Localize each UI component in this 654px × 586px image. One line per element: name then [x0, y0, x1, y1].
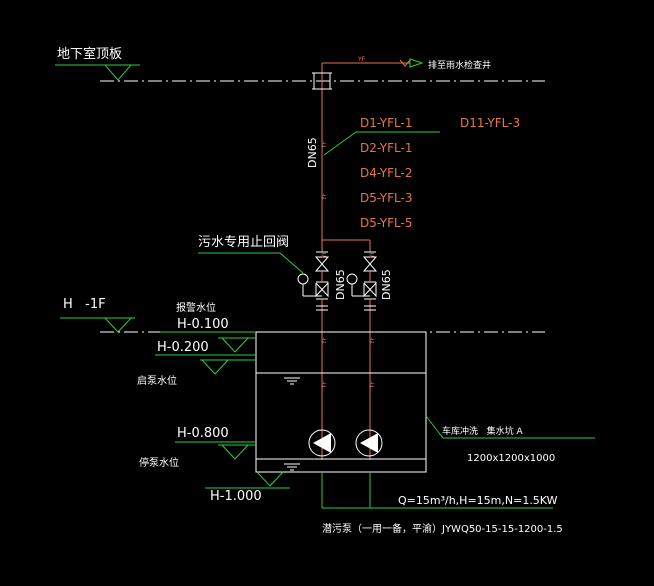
riser-code-2: D2-YFL-1: [360, 141, 412, 155]
riser-code-1: D1-YFL-1: [360, 116, 412, 130]
left-gate-valve-icon: [314, 256, 330, 272]
check-valve-label: 污水专用止回阀: [198, 235, 289, 250]
riser-code-5: D5-YFL-5: [360, 216, 412, 230]
stop-level-marker: [175, 441, 256, 460]
discharge-pipe: [312, 58, 424, 98]
pit-size-label: 1200x1200x1000: [467, 453, 555, 464]
riser-code-6: D11-YFL-3: [460, 116, 520, 130]
floor-level-label: H -1F: [63, 297, 106, 312]
main-pipe-size: DN65: [306, 137, 319, 168]
pipe-mark-top: YF: [357, 56, 366, 63]
pit-name-label: 车库冲洗 集水坑 A: [442, 425, 523, 437]
pump-right-icon: [355, 429, 383, 457]
start-level-pointer: [200, 359, 256, 375]
alarm-level-label: 报警水位: [176, 301, 216, 314]
water-surface-icon-high: [284, 377, 300, 385]
drain-destination-label: 排至雨水检查井: [428, 59, 491, 71]
riser-code-leader: [323, 131, 357, 156]
floor-level-marker: [60, 317, 545, 333]
stop-level-label: 停泵水位: [139, 456, 179, 469]
basement-roof-label: 地下室顶板: [57, 46, 122, 62]
alarm-level-value: H-0.100: [177, 317, 229, 332]
pump-model-label: 潜污泵（一用一备，平渝）JYWQ50-15-15-1200-1.5: [322, 522, 563, 535]
pump-branch-pipes: [321, 239, 371, 252]
pipe-mark-left-top: YF: [321, 250, 328, 259]
right-check-valve-icon: [363, 281, 377, 298]
start-level-label: 启泵水位: [137, 374, 177, 387]
water-surface-icon-low: [284, 463, 300, 471]
pipe-mark-right-pit-2: YF: [369, 380, 376, 389]
pipe-mark-right-top: YF: [369, 250, 376, 259]
pipe-mark-right-pit: YF: [369, 336, 376, 345]
pit-bottom-value: H-1.000: [210, 489, 262, 504]
riser-code-3: D4-YFL-2: [360, 166, 412, 180]
pipe-mark-left-pit: YF: [321, 336, 328, 345]
left-gauge-icon: [297, 273, 309, 285]
start-level-value: H-0.200: [157, 340, 209, 355]
right-gauge-icon: [346, 273, 358, 285]
left-check-valve-icon: [315, 281, 329, 298]
pump-left-icon: [308, 429, 336, 457]
flow-arrow-icon: [409, 58, 424, 68]
sump-pit: [255, 331, 427, 473]
pump-spec-label: Q=15m³/h,H=15m,N=1.5KW: [398, 494, 558, 507]
right-gate-valve-icon: [362, 256, 378, 272]
start-level-marker: [155, 337, 256, 356]
pit-spec-leader: [425, 415, 444, 439]
riser-code-4: D5-YFL-3: [360, 191, 412, 205]
pipe-mark-riser-1: YF: [321, 140, 328, 149]
pipe-mark-left-pit-2: YF: [321, 380, 328, 389]
right-branch-pipe-size: DN65: [380, 269, 393, 300]
pit-bottom-marker: [205, 471, 290, 489]
pipe-mark-riser-2: YF: [321, 192, 328, 201]
right-valve-assembly: [346, 251, 378, 460]
stop-level-value: H-0.800: [177, 426, 229, 441]
left-valve-assembly: [297, 251, 330, 460]
left-branch-pipe-size: DN65: [334, 269, 347, 300]
